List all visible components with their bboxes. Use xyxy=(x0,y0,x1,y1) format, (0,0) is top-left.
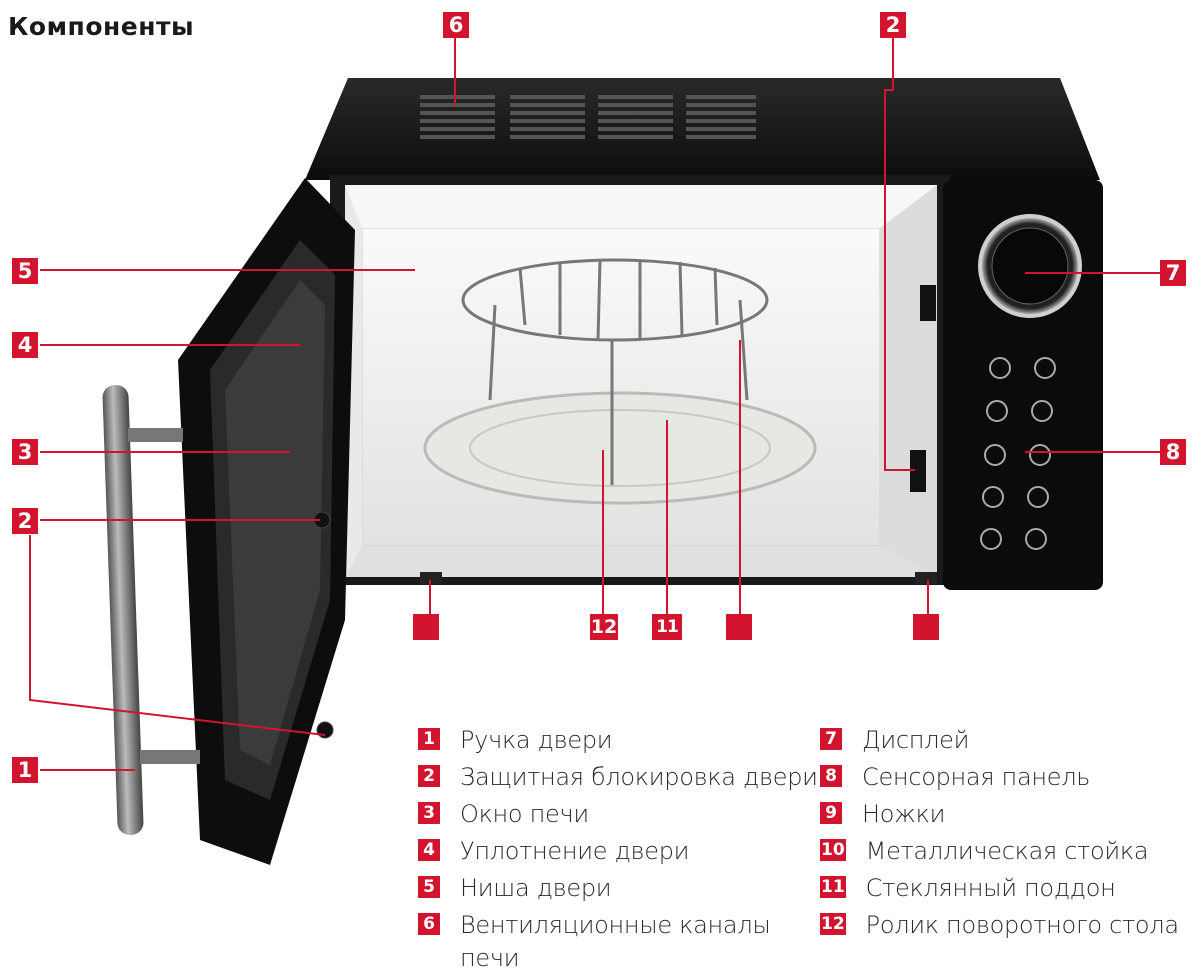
legend-label: Уплотнение двери xyxy=(460,837,690,865)
oven-window xyxy=(225,280,325,765)
callout-window: 3 xyxy=(12,439,38,465)
legend-item: 8 Сенсорная панель xyxy=(820,761,1190,794)
page-title: Компоненты xyxy=(8,12,195,41)
callout-display: 7 xyxy=(1160,260,1186,286)
legend-number: 9 xyxy=(820,802,842,824)
vent-slots xyxy=(420,95,756,139)
legend-label: Дисплей xyxy=(862,726,970,754)
legend-number: 6 xyxy=(418,913,440,935)
callout-blank-rack xyxy=(726,614,752,640)
legend-number: 11 xyxy=(820,876,846,898)
oven-cavity xyxy=(345,185,937,577)
callout-lock-top: 2 xyxy=(880,12,906,38)
legend-label: Ножки xyxy=(862,800,946,828)
legend-number: 3 xyxy=(418,802,440,824)
callout-glass-tray: 11 1 xyxy=(652,614,682,663)
callout-vent: 6 xyxy=(443,12,469,38)
legend-number: 7 xyxy=(820,728,842,750)
leader-lines xyxy=(29,38,1160,771)
callout-handle: 1 xyxy=(12,757,38,783)
legend-number: 8 xyxy=(820,765,842,787)
legend-item: 9 Ножки xyxy=(820,798,1190,831)
legend-left: 1 Ручка двери 2 Защитная блокировка двер… xyxy=(418,724,818,979)
panel-buttons xyxy=(980,357,1056,550)
legend-right: 7 Дисплей 8 Сенсорная панель 9 Ножки 10 … xyxy=(820,724,1190,946)
lock-slot-lower xyxy=(910,450,926,492)
callout-recess: 5 xyxy=(12,258,38,284)
lock-slot-upper xyxy=(920,285,936,321)
legend-item: 10 Металлическая стойка xyxy=(820,835,1190,868)
callout-lock-left: 2 xyxy=(12,508,38,534)
callout-roller: 12 xyxy=(590,614,618,640)
legend-label: Ролик поворотного стола xyxy=(865,911,1179,939)
legend-label: Ручка двери xyxy=(460,726,613,754)
legend-item: 11 Стеклянный поддон xyxy=(820,872,1190,905)
legend-item: 12 Ролик поворотного стола xyxy=(820,909,1190,942)
legend-number: 2 xyxy=(418,765,440,787)
legend-item: 3 Окно печи xyxy=(418,798,818,831)
legend-number: 10 xyxy=(820,839,846,861)
legend-item: 7 Дисплей xyxy=(820,724,1190,757)
legend-label: Окно печи xyxy=(460,800,589,828)
legend-item: 4 Уплотнение двери xyxy=(418,835,818,868)
legend-number: 1 xyxy=(418,728,440,750)
legend-item: 1 Ручка двери xyxy=(418,724,818,757)
door-latch-lower xyxy=(316,721,334,739)
feet xyxy=(420,572,937,584)
legend-number: 5 xyxy=(418,876,440,898)
callout-panel: 8 xyxy=(1160,439,1186,465)
door-handle xyxy=(102,385,200,835)
legend-label: Защитная блокировка двери xyxy=(460,763,818,791)
legend-label: Металлическая стойка xyxy=(865,837,1149,865)
legend-item: 5 Ниша двери xyxy=(418,872,818,905)
legend-label: Сенсорная панель xyxy=(862,763,1091,791)
legend-label: Вентиляционные каналы печи xyxy=(460,911,771,972)
legend-item: 2 Защитная блокировка двери xyxy=(418,761,818,794)
legend-label: Ниша двери xyxy=(460,874,612,902)
glass-tray xyxy=(423,391,817,505)
control-panel xyxy=(943,180,1103,590)
legend-number: 12 xyxy=(820,913,846,935)
blank-callouts xyxy=(413,614,939,640)
legend-number: 4 xyxy=(418,839,440,861)
legend-label: Стеклянный поддон xyxy=(865,874,1116,902)
callout-seal: 4 xyxy=(12,332,38,358)
callout-blank-foot-right xyxy=(913,614,939,640)
legend-item: 6 Вентиляционные каналы печи xyxy=(418,909,818,975)
callout-blank-foot-left xyxy=(413,614,439,640)
metal-rack xyxy=(461,258,769,485)
